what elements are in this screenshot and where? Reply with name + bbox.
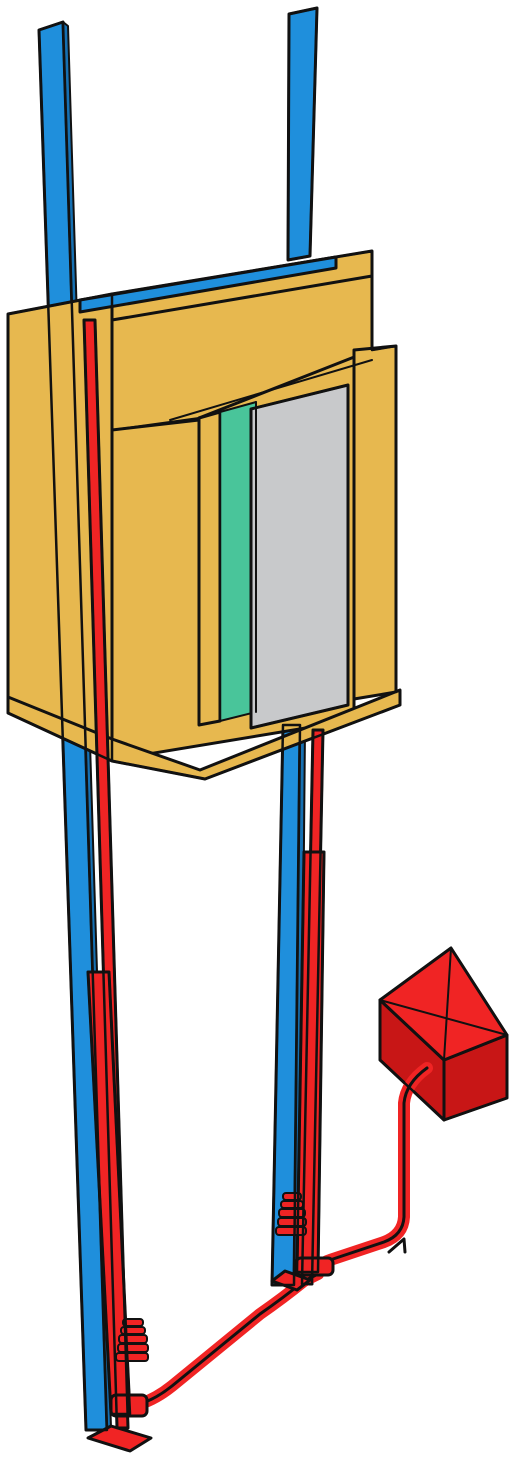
car-door-frame-right	[354, 346, 396, 699]
car-door-frame-left	[199, 412, 220, 725]
elevator-car	[8, 251, 400, 779]
car-door	[251, 385, 348, 728]
